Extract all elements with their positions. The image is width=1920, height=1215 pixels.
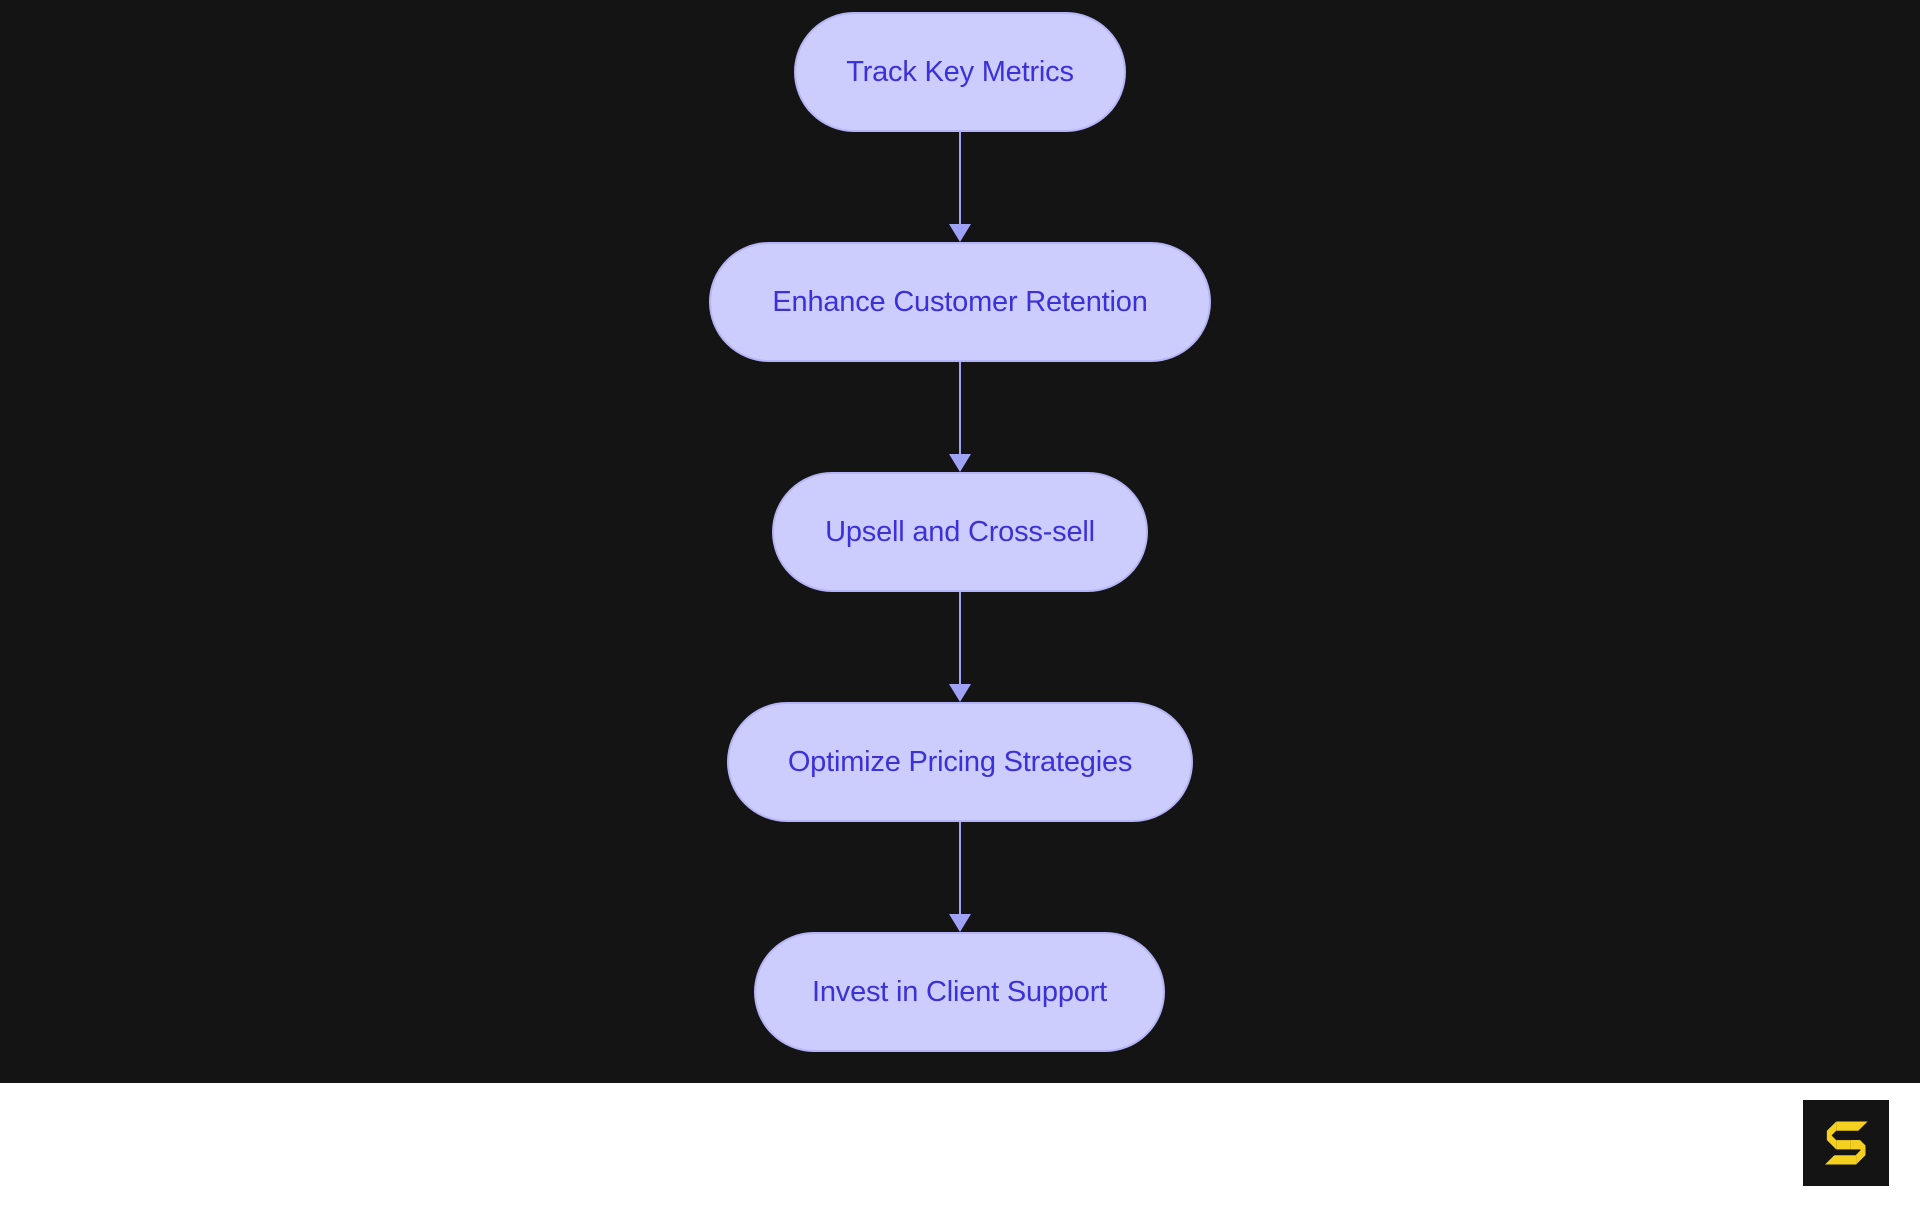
connector-line (959, 592, 961, 684)
brand-logo (1803, 1100, 1889, 1186)
flow-node-label: Optimize Pricing Strategies (787, 745, 1133, 778)
flow-connector-arrow (949, 822, 971, 932)
connector-line (959, 132, 961, 224)
connector-line (959, 362, 961, 454)
flow-node-track-key-metrics[interactable]: Track Key Metrics (794, 12, 1126, 132)
flow-node-label: Enhance Customer Retention (772, 285, 1148, 318)
arrowhead-down-icon (949, 684, 971, 702)
flow-node-label: Track Key Metrics (846, 55, 1074, 88)
flow-node-upsell-and-cross-sell[interactable]: Upsell and Cross-sell (772, 472, 1148, 592)
flow-node-enhance-customer-retention[interactable]: Enhance Customer Retention (709, 242, 1211, 362)
arrowhead-down-icon (949, 224, 971, 242)
flow-connector-arrow (949, 592, 971, 702)
flow-node-invest-in-client-support[interactable]: Invest in Client Support (754, 932, 1165, 1052)
footer-bar (0, 1083, 1920, 1215)
arrowhead-down-icon (949, 914, 971, 932)
flow-connector-arrow (949, 132, 971, 242)
flow-connector-arrow (949, 362, 971, 472)
diagram-canvas: Track Key Metrics Enhance Customer Reten… (0, 0, 1920, 1083)
flow-node-optimize-pricing-strategies[interactable]: Optimize Pricing Strategies (727, 702, 1193, 822)
flow-node-label: Invest in Client Support (811, 975, 1108, 1008)
connector-line (959, 822, 961, 914)
arrowhead-down-icon (949, 454, 971, 472)
flowchart: Track Key Metrics Enhance Customer Reten… (709, 12, 1211, 1052)
flow-node-label: Upsell and Cross-sell (825, 515, 1095, 548)
stylized-s-logo-icon (1803, 1100, 1889, 1186)
